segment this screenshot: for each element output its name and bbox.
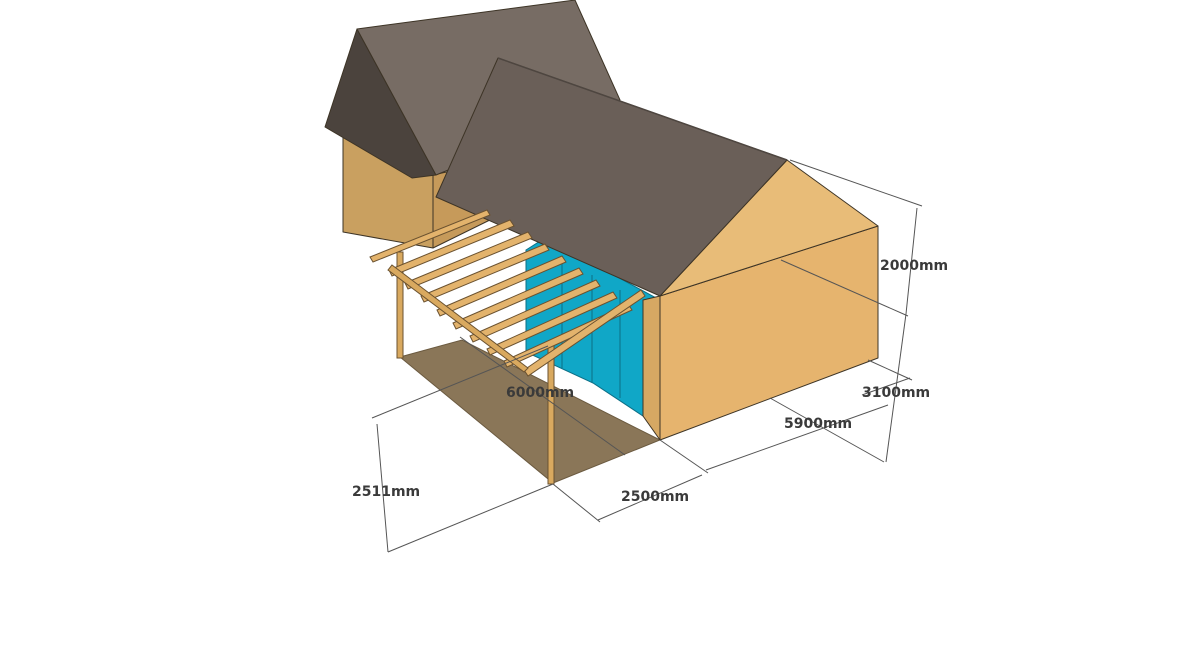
dim-line-pergola-height	[376, 423, 389, 553]
pergola-rafter	[523, 289, 646, 377]
pergola-rafter	[388, 219, 515, 277]
pergola-rafter	[452, 267, 584, 330]
label-pergola-length: 6000mm	[506, 385, 574, 401]
label-wall-height: 3100mm	[862, 385, 930, 401]
main-building	[435, 57, 879, 441]
pergola-post-back	[396, 251, 404, 359]
pergola-rafter	[420, 243, 550, 303]
dim-extension	[867, 359, 913, 381]
dim-line-pergola-length	[459, 336, 626, 456]
dim-line-wall-height	[885, 313, 907, 463]
main-roof-ridge	[497, 57, 788, 161]
dim-extension	[769, 397, 885, 463]
pergola-rafter	[469, 279, 601, 343]
dimension-labels: 2000mm 3100mm 5900mm 6000mm 2500mm 2511m…	[352, 258, 948, 505]
dim-extension	[552, 483, 601, 523]
dimension-lines	[371, 159, 923, 553]
pergola-post-front	[547, 345, 555, 485]
dim-line-ridge-height	[905, 207, 918, 315]
pergola-side-beam	[387, 264, 529, 373]
pergola-rafter	[436, 255, 567, 317]
label-building-length: 5900mm	[784, 416, 852, 432]
dim-extension	[371, 345, 549, 419]
dim-extension	[861, 377, 911, 396]
label-pergola-height: 2511mm	[352, 484, 420, 500]
dim-extension	[789, 159, 923, 207]
pergola-beam-main	[369, 209, 491, 263]
label-ridge-height: 2000mm	[880, 258, 948, 274]
main-end-wall-strip	[642, 295, 661, 441]
dim-extension	[659, 439, 709, 474]
dim-extension	[780, 259, 909, 317]
dim-line-building-length	[705, 404, 889, 471]
pergola-rafter	[486, 291, 618, 356]
pergola-rafter	[404, 231, 533, 290]
dim-extension	[387, 483, 554, 553]
dim-line-pergola-depth	[597, 474, 703, 521]
label-pergola-depth: 2500mm	[621, 489, 689, 505]
